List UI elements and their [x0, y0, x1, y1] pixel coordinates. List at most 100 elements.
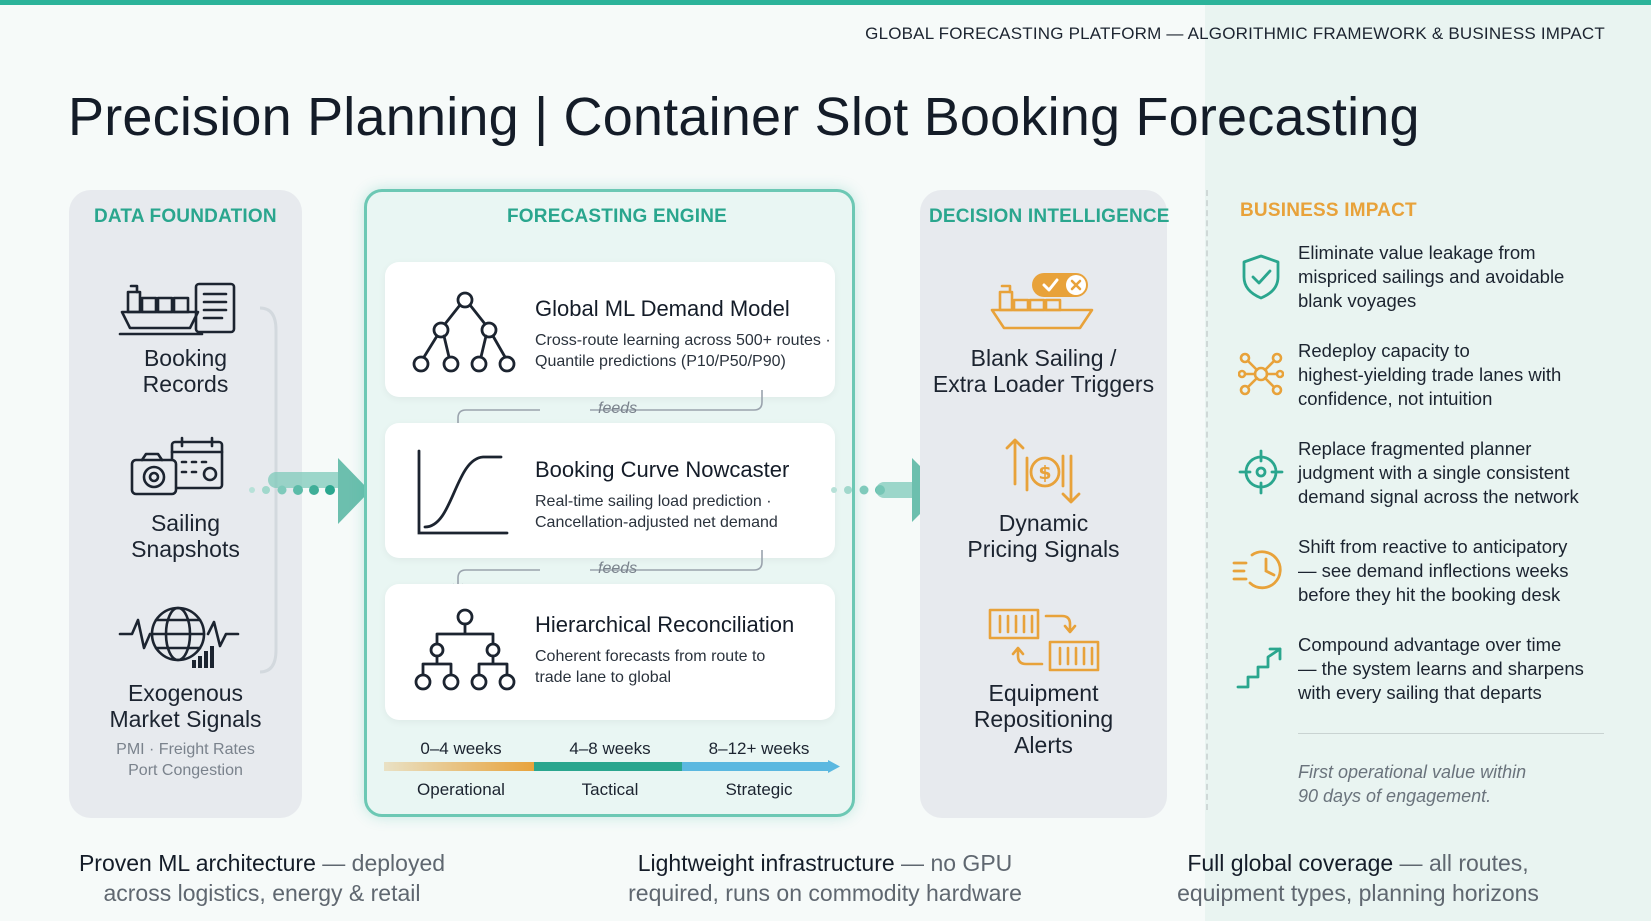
desc-line: Coherent forecasts from route to [535, 648, 766, 665]
footer-proven-architecture: Proven ML architecture — deployed across… [62, 848, 462, 908]
business-note-divider [1298, 733, 1604, 734]
footer-line-2: required, runs on commodity hardware [628, 880, 1022, 906]
feeds-label-1: feeds [598, 400, 638, 417]
label-line: Repositioning [973, 706, 1114, 732]
horizon-bar [384, 760, 840, 773]
footer-line-2: across logistics, energy & retail [103, 880, 421, 906]
source-market-signals-label: Exogenous Market Signals [69, 680, 302, 732]
horizon-range-tactical: 4–8 weeks [569, 739, 651, 758]
horizon-tier-operational: Operational [417, 780, 505, 799]
desc-line: Real-time sailing load prediction · [535, 493, 772, 510]
text-line: — the system learns and sharpens [1298, 658, 1584, 679]
desc-line: Quantile predictions (P10/P50/P90) [535, 353, 786, 370]
ship-toggle-icon [990, 273, 1094, 330]
desc-line: Cross-route learning across 500+ routes … [535, 332, 831, 349]
decision-blank-sailing-label: Blank Sailing / Extra Loader Triggers [920, 345, 1167, 397]
label-line: Records [142, 371, 229, 397]
business-text: Shift from reactive to anticipatory — se… [1298, 535, 1628, 607]
cargo-ship-document-icon [118, 282, 236, 336]
text-line: before they hit the booking desk [1298, 584, 1561, 605]
text-line: judgment with a single consistent [1298, 462, 1570, 483]
platform-header: GLOBAL FORECASTING PLATFORM — ALGORITHMI… [865, 24, 1605, 43]
desc-line: Cancellation-adjusted net demand [535, 514, 778, 531]
business-text: Redeploy capacity to highest-yielding tr… [1298, 339, 1628, 411]
page-title: Precision Planning | Container Slot Book… [68, 87, 1420, 147]
card-desc: Cross-route learning across 500+ routes … [535, 330, 831, 372]
label-line: Blank Sailing / [970, 345, 1117, 371]
s-curve-chart-icon [417, 449, 509, 535]
source-sailing-snapshots-label: Sailing Snapshots [69, 510, 302, 562]
tree-model-icon [412, 291, 516, 373]
card-hierarchical-reconciliation: Hierarchical Reconciliation Coherent for… [385, 584, 835, 720]
label-line: Snapshots [131, 536, 240, 562]
label-line: Pricing Signals [967, 536, 1120, 562]
camera-calendar-icon [130, 436, 224, 496]
footer-lightweight-infra: Lightweight infrastructure — no GPU requ… [600, 848, 1050, 908]
source-booking-records-label: Booking Records [69, 345, 302, 397]
hierarchy-icon [414, 608, 516, 691]
crosshair-icon [1238, 449, 1284, 495]
horizon-range-operational: 0–4 weeks [420, 739, 502, 758]
label-line: Extra Loader Triggers [932, 371, 1155, 397]
svg-text:$: $ [1038, 462, 1051, 484]
business-text: Compound advantage over time — the syste… [1298, 633, 1628, 705]
business-note: First operational value within 90 days o… [1298, 760, 1598, 808]
footer-strong: Proven ML architecture [78, 850, 316, 876]
forecasting-engine-heading: FORECASTING ENGINE [507, 206, 728, 227]
horizon-range-strategic: 8–12+ weeks [708, 739, 810, 758]
footer-line-1: Proven ML architecture — deployed [62, 848, 462, 878]
label-line: Sailing [150, 510, 221, 536]
footer-line-1: Lightweight infrastructure — no GPU [600, 848, 1050, 878]
desc-line: trade lane to global [535, 669, 672, 686]
text-line: Redeploy capacity to [1298, 340, 1470, 361]
business-text: Eliminate value leakage from mispriced s… [1298, 241, 1628, 313]
text-line: Replace fragmented planner [1298, 438, 1532, 459]
footer-soft: — deployed [315, 850, 446, 876]
data-flow-dots [249, 485, 335, 495]
text-line: with every sailing that departs [1298, 682, 1542, 703]
decision-dynamic-pricing-label: Dynamic Pricing Signals [920, 510, 1167, 562]
horizon-bar-tactical [534, 762, 684, 771]
card-global-ml-demand-model: Global ML Demand Model Cross-route learn… [385, 262, 835, 397]
business-panel-background [1205, 5, 1651, 921]
card-desc: Real-time sailing load prediction · Canc… [535, 491, 778, 533]
footer-global-coverage: Full global coverage — all routes, equip… [1148, 848, 1568, 908]
footer-line-2: equipment types, planning horizons [1177, 880, 1539, 906]
network-nodes-icon [1238, 352, 1284, 396]
horizon-tier-strategic: Strategic [725, 780, 793, 799]
container-swap-icon [988, 608, 1100, 672]
decision-equipment-label: Equipment Repositioning Alerts [920, 680, 1167, 758]
note-line: 90 days of engagement. [1298, 786, 1492, 806]
footer-soft: — no GPU [894, 850, 1013, 876]
text-line: mispriced sailings and avoidable [1298, 266, 1565, 287]
footer-strong: Lightweight infrastructure [637, 850, 895, 876]
card-booking-curve-nowcaster: Booking Curve Nowcaster Real-time sailin… [385, 423, 835, 558]
feeds-label-2: feeds [598, 560, 638, 577]
data-foundation-heading: DATA FOUNDATION [94, 206, 277, 227]
business-divider [1206, 190, 1208, 810]
footer-line-1: Full global coverage — all routes, [1148, 848, 1568, 878]
text-line: Eliminate value leakage from [1298, 242, 1536, 263]
horizon-bar-operational [384, 762, 536, 771]
footer-soft: — all routes, [1393, 850, 1529, 876]
label-line: Market Signals [109, 706, 262, 732]
card-title: Global ML Demand Model [535, 296, 790, 321]
note-line: First operational value within [1298, 762, 1527, 782]
rising-steps-icon [1236, 647, 1282, 689]
shield-check-icon [1242, 254, 1280, 300]
card-title: Hierarchical Reconciliation [535, 612, 795, 637]
label-line: Alerts [1014, 732, 1073, 758]
horizon-arrow-head [828, 760, 840, 773]
card-desc: Coherent forecasts from route to trade l… [535, 646, 765, 688]
text-line: highest-yielding trade lanes with [1298, 364, 1562, 385]
horizon-tier-tactical: Tactical [581, 780, 639, 799]
text-line: confidence, not intuition [1298, 388, 1493, 409]
data-foundation-panel [69, 190, 302, 818]
label-line: Equipment [988, 680, 1099, 706]
fast-clock-icon [1232, 550, 1282, 590]
sub-line: Port Congestion [128, 762, 243, 779]
top-accent-bar [0, 0, 1651, 5]
globe-signal-icon [118, 606, 240, 668]
market-signals-sub: PMI · Freight Rates Port Congestion [69, 739, 302, 781]
text-line: — see demand inflections weeks [1298, 560, 1569, 581]
